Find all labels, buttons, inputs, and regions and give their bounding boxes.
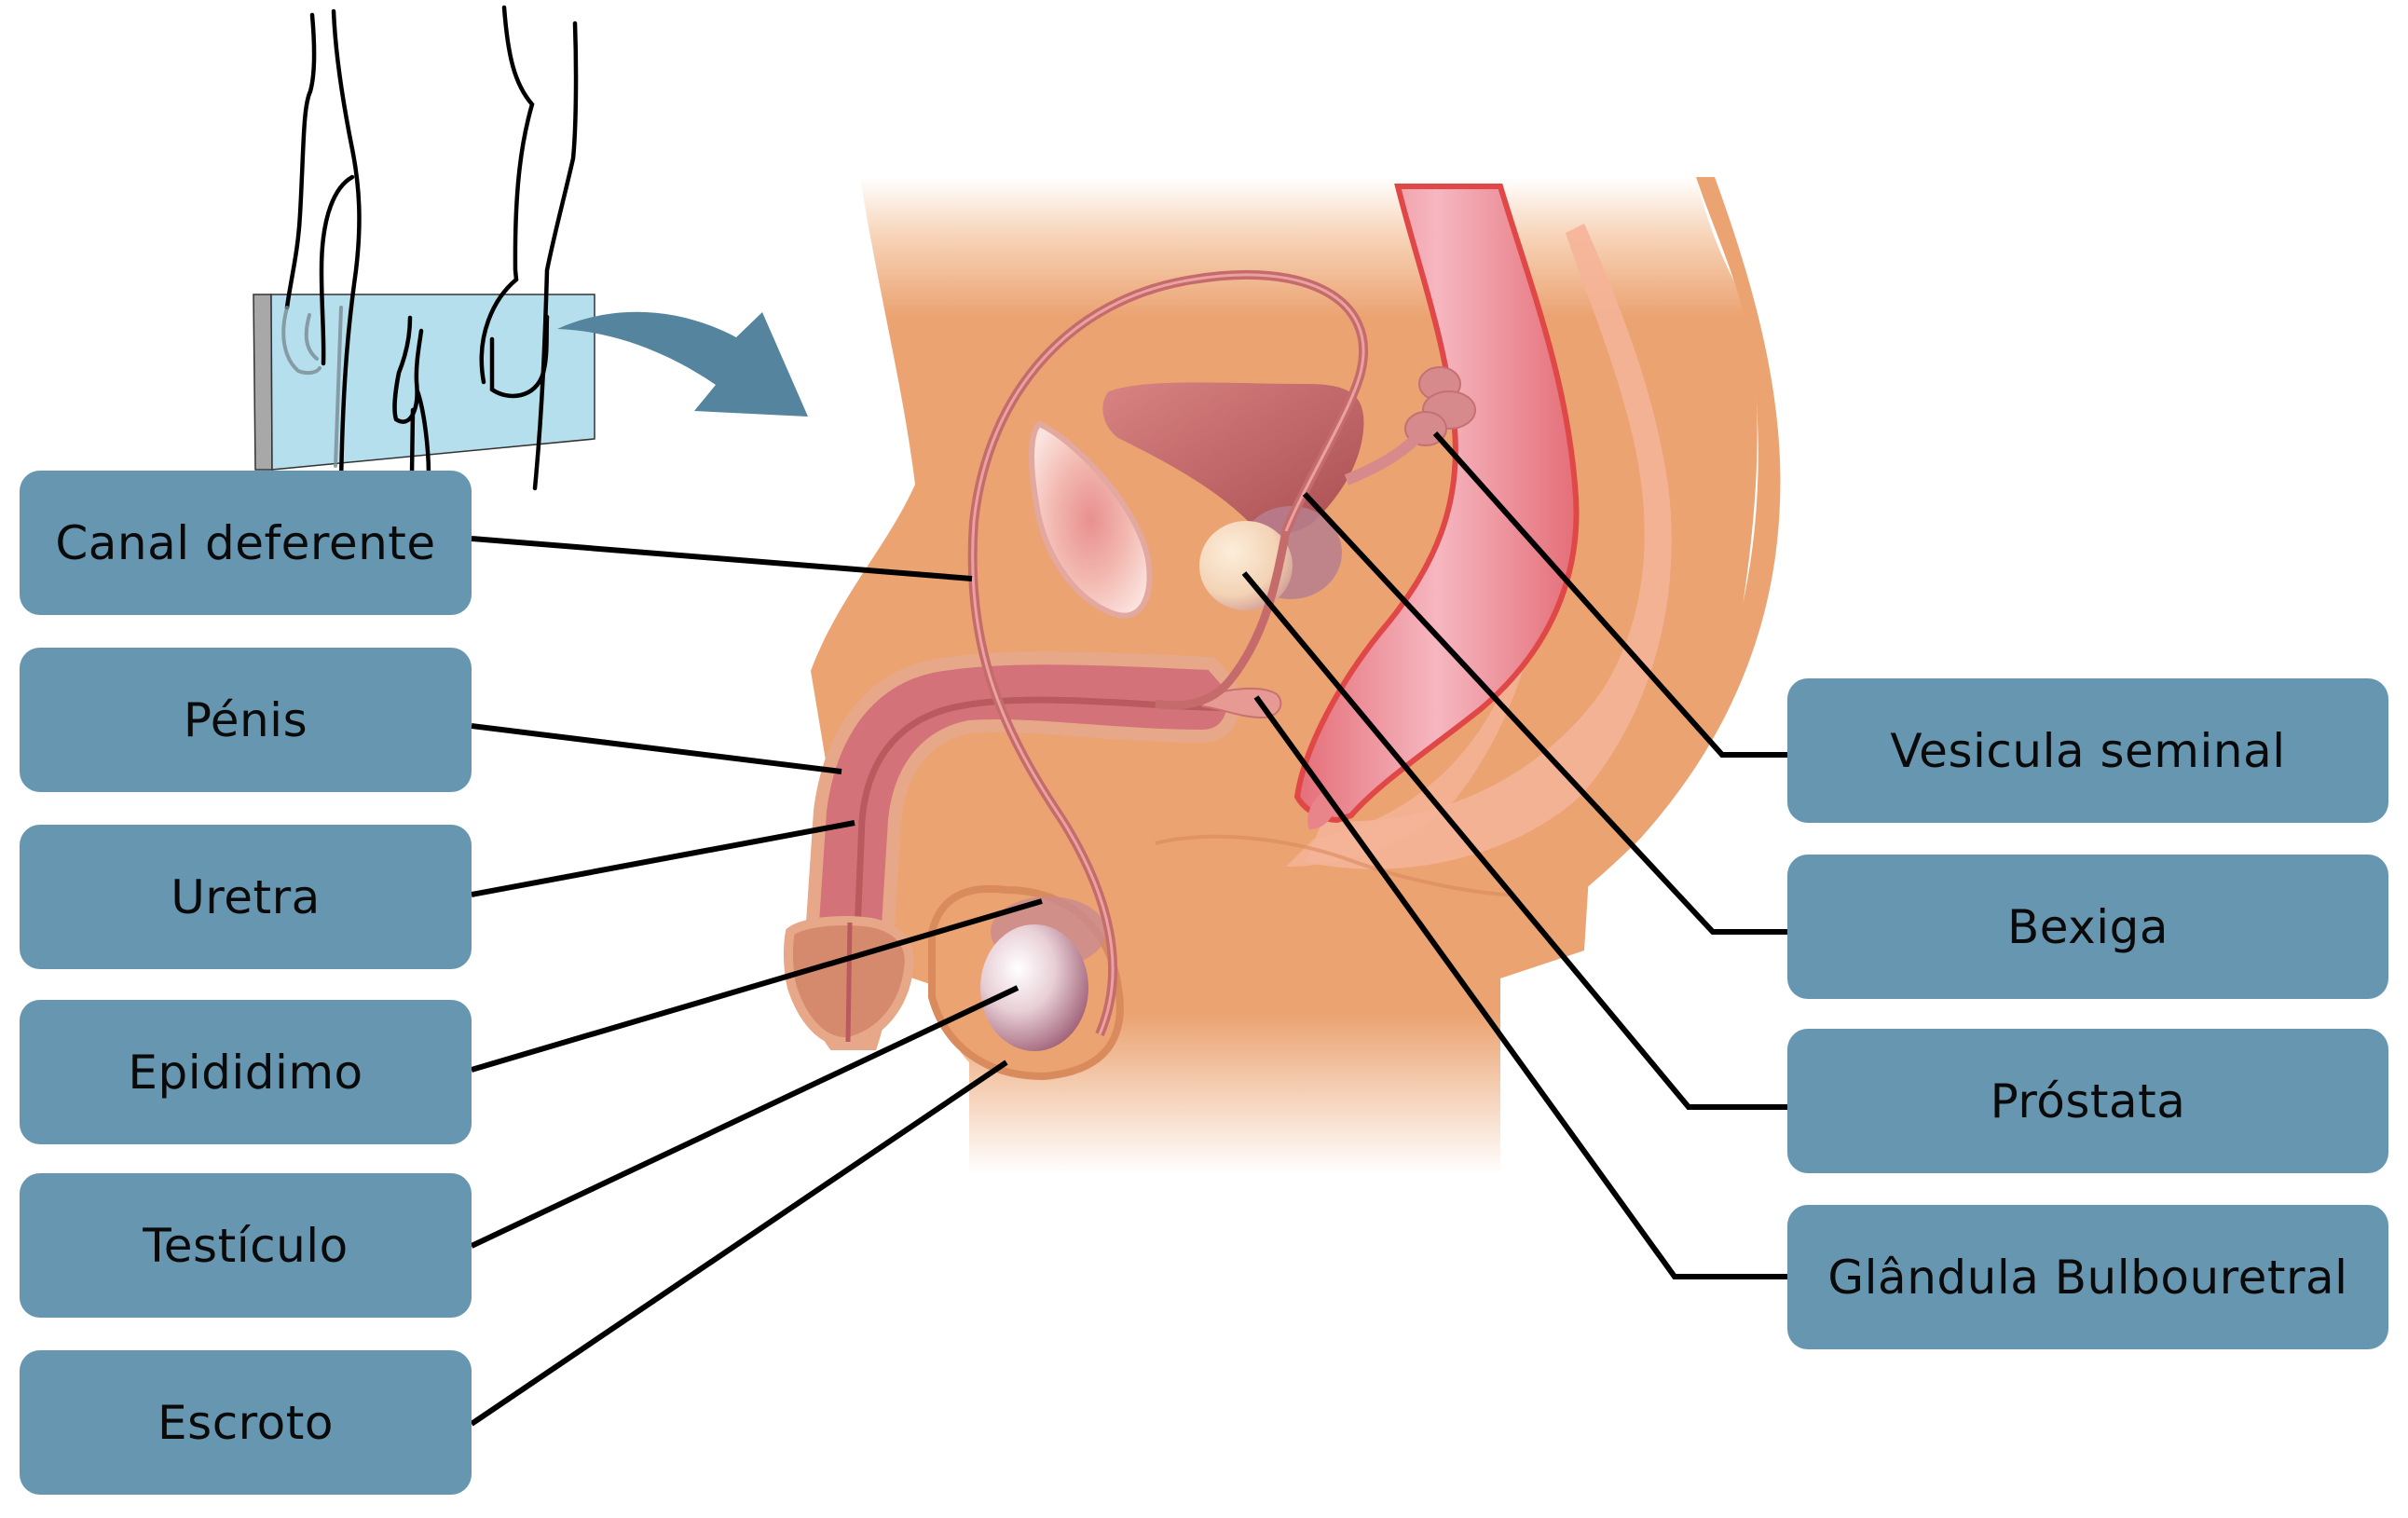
label-text: Uretra — [171, 869, 321, 924]
leader-canal-deferente — [471, 536, 973, 581]
orientation-figure-icon — [253, 5, 595, 491]
label-text: Vesicula seminal — [1890, 723, 2286, 778]
bulbourethral-gland — [1201, 687, 1282, 719]
leader-glandula-bulbouretral — [1253, 695, 1787, 1279]
label-text: Bexiga — [2006, 899, 2169, 954]
label-vesicula-seminal[interactable]: Vesicula seminal — [1787, 678, 2388, 823]
leader-prostata — [1241, 571, 1787, 1110]
leader-lines — [470, 431, 1787, 1427]
label-uretra[interactable]: Uretra — [20, 825, 472, 969]
leader-testiculo — [470, 985, 1019, 1249]
seminal-vesicle — [1344, 366, 1476, 485]
label-text: Canal deferente — [55, 515, 436, 570]
leader-penis — [471, 723, 842, 774]
label-escroto[interactable]: Escroto — [20, 1350, 472, 1495]
label-text: Próstata — [1990, 1074, 2186, 1128]
legs-outline-icon — [284, 5, 579, 491]
leader-epididimo — [471, 898, 1043, 1073]
label-bexiga[interactable]: Bexiga — [1787, 855, 2388, 999]
leader-bexiga — [1302, 491, 1787, 935]
leader-escroto — [470, 1060, 1008, 1427]
label-glandula-bulbouretral[interactable]: Glândula Bulbouretral — [1787, 1205, 2388, 1349]
label-text: Testículo — [143, 1218, 349, 1273]
leader-vesicula-seminal — [1432, 431, 1787, 758]
label-prostata[interactable]: Próstata — [1787, 1029, 2388, 1173]
curved-arrow-icon — [557, 311, 808, 417]
label-text: Escroto — [157, 1395, 334, 1450]
testis — [980, 924, 1088, 1051]
leader-uretra — [471, 820, 855, 897]
section-plane — [270, 294, 595, 471]
label-epididimo[interactable]: Epididimo — [20, 1000, 472, 1144]
pubic-bone — [1029, 420, 1153, 619]
label-text: Glândula Bulbouretral — [1827, 1250, 2348, 1305]
label-testiculo[interactable]: Testículo — [20, 1173, 472, 1318]
scrotum — [928, 884, 1124, 1081]
section-plane-edge — [253, 294, 273, 471]
label-penis[interactable]: Pénis — [20, 648, 472, 792]
penis — [783, 651, 1240, 1050]
label-text: Epididimo — [128, 1045, 363, 1100]
label-text: Pénis — [183, 692, 308, 747]
label-canal-deferente[interactable]: Canal deferente — [20, 471, 472, 615]
